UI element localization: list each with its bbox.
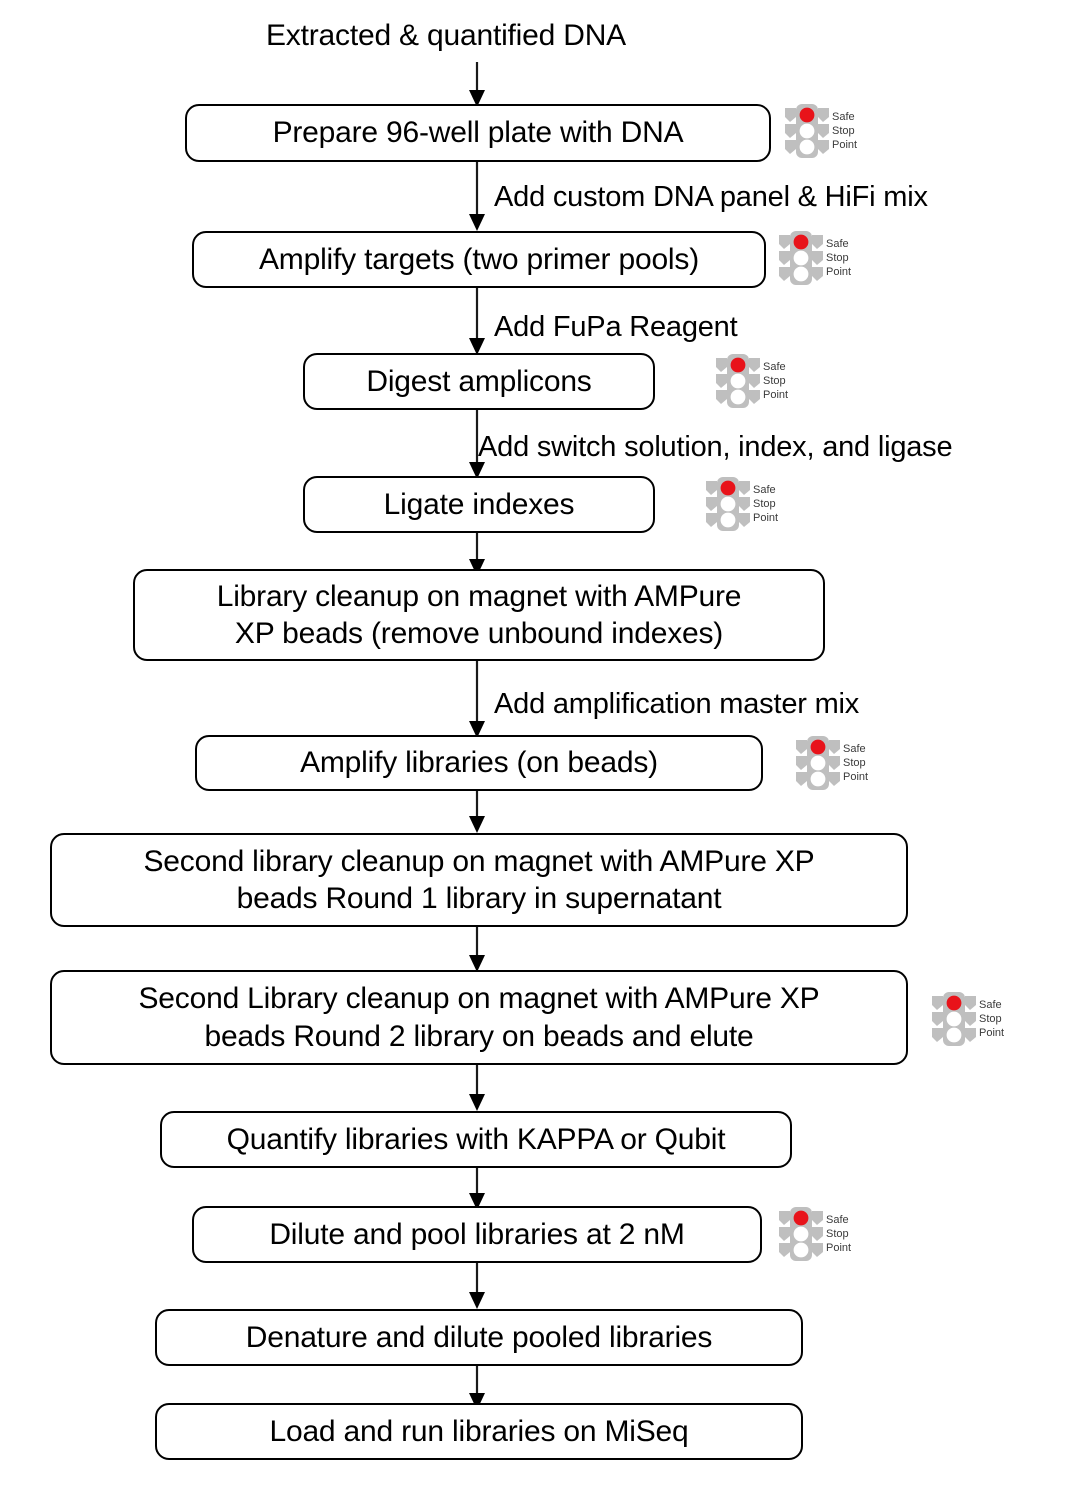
safe-stop-line-3: Point [843, 771, 869, 784]
safe-stop-line-1: Safe [826, 237, 849, 250]
connector-n10-to-n11 [469, 1262, 485, 1309]
traffic-light-icon [779, 1207, 823, 1261]
node-amplify-libraries-on-beads[interactable]: Amplify libraries (on beads) [195, 735, 763, 791]
safe-stop-line-3: Point [826, 266, 852, 279]
node-load-and-run-miseq[interactable]: Load and run libraries on MiSeq [155, 1403, 803, 1460]
safe-stop-line-1: Safe [753, 483, 776, 496]
safe-stop-point-n1: Safe Stop Point [785, 103, 857, 159]
traffic-light-icon [706, 477, 750, 531]
safe-stop-point-n8: Safe Stop Point [932, 991, 1004, 1047]
safe-stop-line-3: Point [763, 389, 789, 402]
edge-label-add-custom-dna-panel: Add custom DNA panel & HiFi mix [494, 181, 928, 213]
connector-n3-to-n4 [469, 410, 485, 479]
traffic-light-icon [779, 231, 823, 285]
connector-n8-to-n9 [469, 1064, 485, 1111]
safe-stop-line-1: Safe [763, 360, 786, 373]
node-second-library-cleanup-round2[interactable]: Second Library cleanup on magnet with AM… [50, 970, 908, 1065]
node-dilute-and-pool-libraries[interactable]: Dilute and pool libraries at 2 nM [192, 1206, 762, 1263]
edge-label-add-switch-solution: Add switch solution, index, and ligase [478, 431, 953, 463]
safe-stop-point-label: Safe Stop Point [763, 360, 788, 402]
traffic-light-icon [716, 354, 760, 408]
connector-n9-to-n10 [469, 1167, 485, 1210]
connector-n2-to-n3 [469, 288, 485, 355]
node-denature-and-dilute[interactable]: Denature and dilute pooled libraries [155, 1309, 803, 1366]
safe-stop-line-2: Stop [826, 251, 849, 264]
safe-stop-point-label: Safe Stop Point [753, 483, 778, 525]
safe-stop-point-n3: Safe Stop Point [716, 353, 788, 409]
safe-stop-point-n6: Safe Stop Point [796, 735, 868, 791]
safe-stop-line-1: Safe [843, 742, 866, 755]
safe-stop-line-3: Point [826, 1242, 852, 1255]
traffic-light-icon [932, 992, 976, 1046]
node-digest-amplicons[interactable]: Digest amplicons [303, 353, 655, 410]
safe-stop-line-2: Stop [832, 124, 855, 137]
node-quantify-libraries[interactable]: Quantify libraries with KAPPA or Qubit [160, 1111, 792, 1168]
connector-n6-to-n7 [469, 790, 485, 833]
node-amplify-targets[interactable]: Amplify targets (two primer pools) [192, 231, 766, 288]
safe-stop-point-label: Safe Stop Point [979, 998, 1004, 1040]
traffic-light-icon [785, 104, 829, 158]
diagram-title: Extracted & quantified DNA [266, 19, 626, 52]
safe-stop-point-n4: Safe Stop Point [706, 476, 778, 532]
safe-stop-line-2: Stop [753, 497, 776, 510]
connector-n7-to-n8 [469, 927, 485, 972]
safe-stop-point-label: Safe Stop Point [832, 110, 857, 152]
safe-stop-line-2: Stop [763, 374, 786, 387]
safe-stop-line-1: Safe [826, 1213, 849, 1226]
edge-label-add-amplification-master-mix: Add amplification master mix [494, 688, 860, 720]
safe-stop-line-1: Safe [832, 110, 855, 123]
node-library-cleanup-ampure[interactable]: Library cleanup on magnet with AMPure XP… [133, 569, 825, 661]
safe-stop-point-label: Safe Stop Point [843, 742, 868, 784]
edge-label-add-fupa-reagent: Add FuPa Reagent [494, 311, 738, 343]
safe-stop-line-3: Point [753, 512, 779, 525]
safe-stop-point-n10: Safe Stop Point [779, 1206, 851, 1262]
connector-n11-to-n12 [469, 1365, 485, 1410]
node-ligate-indexes[interactable]: Ligate indexes [303, 476, 655, 533]
safe-stop-line-3: Point [979, 1027, 1005, 1040]
safe-stop-point-label: Safe Stop Point [826, 1213, 851, 1255]
safe-stop-line-2: Stop [826, 1227, 849, 1240]
safe-stop-line-2: Stop [979, 1012, 1002, 1025]
node-prepare-96-well-plate[interactable]: Prepare 96-well plate with DNA [185, 104, 771, 162]
traffic-light-icon [796, 736, 840, 790]
safe-stop-point-label: Safe Stop Point [826, 237, 851, 279]
safe-stop-line-3: Point [832, 139, 858, 152]
connector-n4-to-n5 [469, 533, 485, 576]
safe-stop-line-2: Stop [843, 756, 866, 769]
connector-title-to-n1 [469, 62, 485, 107]
connector-n1-to-n2 [469, 160, 485, 231]
safe-stop-point-n2: Safe Stop Point [779, 230, 851, 286]
connector-n5-to-n6 [469, 661, 485, 738]
safe-stop-line-1: Safe [979, 998, 1002, 1011]
node-second-library-cleanup-round1[interactable]: Second library cleanup on magnet with AM… [50, 833, 908, 927]
